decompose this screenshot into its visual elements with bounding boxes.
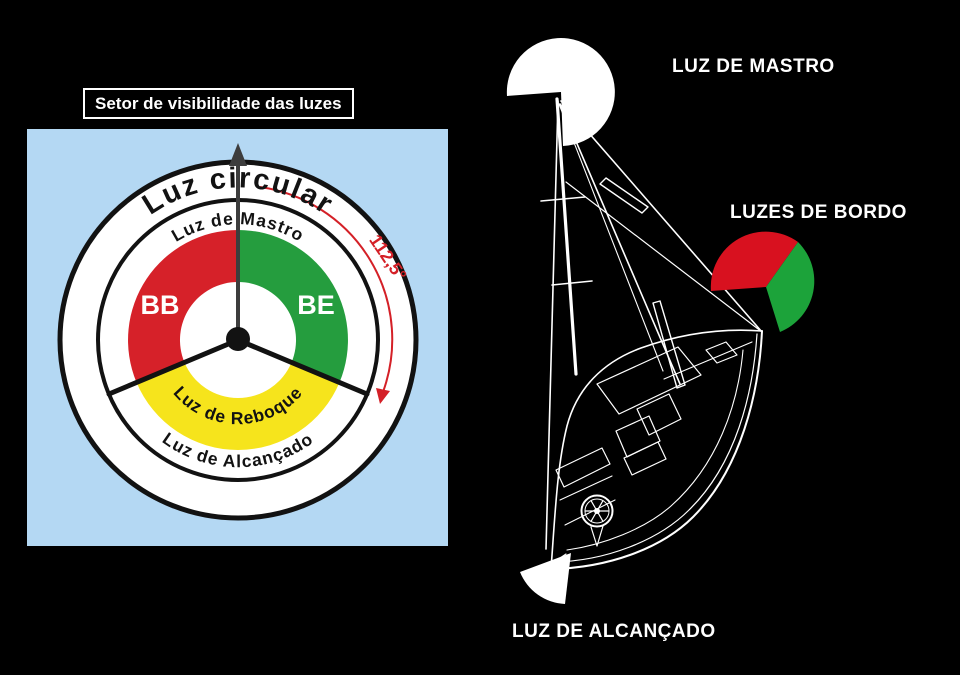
hull-port-edge — [550, 329, 763, 570]
wheel-rim-outer — [580, 494, 614, 528]
boom — [652, 300, 686, 389]
cabin-box — [636, 393, 682, 436]
stern-light-sector — [520, 553, 571, 604]
spreader-spar — [599, 177, 649, 214]
mainsail-leech — [559, 103, 681, 385]
starboard-sidelight-sector — [766, 242, 815, 332]
boat-side-lights-label: LUZES DE BORDO — [730, 202, 907, 223]
wheel-hub — [594, 508, 600, 514]
angle-arrowhead-icon — [376, 388, 390, 404]
deck-line — [566, 349, 744, 551]
heading-arrowhead-icon — [229, 143, 247, 166]
masthead-light-sector — [506, 38, 615, 147]
mast — [555, 97, 578, 376]
center-dot — [226, 327, 250, 351]
towing-sector-yellow — [136, 362, 340, 450]
port-sector-red — [128, 230, 238, 383]
cockpit-bench — [555, 447, 611, 488]
title-box: Setor de visibilidade das luzes — [83, 88, 354, 119]
hull-starboard-outer — [550, 330, 763, 570]
boat-diagram — [506, 38, 815, 604]
port-abbr-label: BB — [141, 290, 180, 320]
hull-starboard-inner — [553, 333, 758, 563]
boat-mast-light-label: LUZ DE MASTRO — [672, 56, 835, 77]
starboard-abbr-label: BE — [297, 290, 335, 320]
bow-hatch — [705, 341, 738, 364]
cockpit-seat — [623, 441, 667, 476]
port-sidelight-sector — [710, 231, 798, 291]
spreaders — [540, 196, 593, 286]
companionway-box — [615, 415, 661, 458]
sector-boundary-lines — [106, 337, 370, 397]
backstay — [545, 100, 559, 550]
forestay — [560, 100, 763, 333]
boat-stern-light-label: LUZ DE ALCANÇADO — [512, 621, 716, 642]
starboard-sector-green — [238, 230, 348, 383]
boat-hull — [550, 329, 763, 570]
sail-line — [558, 103, 664, 372]
steering-wheel — [580, 494, 614, 547]
deck-platform — [596, 346, 702, 415]
wheel-pedestal — [590, 525, 604, 547]
angle-arc — [259, 186, 394, 393]
foredeck-line — [663, 341, 753, 380]
boat-rigging — [540, 97, 763, 550]
visibility-sector-diagram: Luz circular Luz de Mastro Luz de Reboqu… — [27, 129, 448, 546]
